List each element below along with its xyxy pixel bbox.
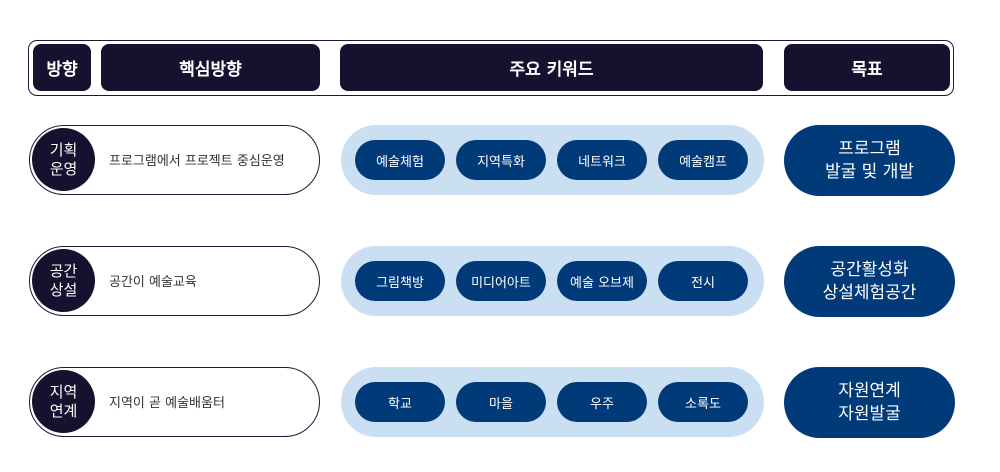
direction-circle-line1: 기획: [49, 140, 78, 159]
direction-circle-line1: 지역: [49, 382, 78, 401]
keyword-pill: 예술 오브제: [557, 261, 647, 301]
keyword-pill: 예술캠프: [658, 140, 748, 180]
direction-circle-line2: 상설: [49, 280, 78, 299]
keyword-pill: 소록도: [658, 382, 748, 422]
direction-circle: 기획 운영: [32, 128, 95, 191]
goal-line1: 공간활성화: [830, 259, 909, 280]
header-goal: 목표: [784, 44, 950, 91]
goal-pill: 자원연계 자원발굴: [784, 367, 955, 438]
header-frame: [28, 40, 954, 96]
keyword-pill: 미디어아트: [456, 261, 546, 301]
keyword-pill: 지역특화: [456, 140, 546, 180]
direction-circle-line2: 운영: [49, 159, 78, 178]
row-space: 공간 상설 공간이 예술교육 그림책방 미디어아트 예술 오브제 전시 공간활성…: [0, 245, 1000, 317]
direction-description: 지역이 곧 예술배움터: [109, 396, 225, 411]
keyword-pill: 학교: [355, 382, 445, 422]
direction-circle-line2: 연계: [49, 401, 78, 420]
keyword-pill: 마을: [456, 382, 546, 422]
direction-description: 프로그램에서 프로젝트 중심운영: [109, 154, 285, 169]
header-core-direction: 핵심방향: [101, 44, 320, 91]
header-direction: 방향: [33, 44, 91, 91]
direction-circle-line1: 공간: [49, 261, 78, 280]
row-planning: 기획 운영 프로그램에서 프로젝트 중심운영 예술체험 지역특화 네트워크 예술…: [0, 124, 1000, 196]
header-main-keywords: 주요 키워드: [340, 44, 763, 91]
goal-line2: 발굴 및 개발: [824, 161, 914, 182]
keyword-pill: 우주: [557, 382, 647, 422]
keyword-pill: 네트워크: [557, 140, 647, 180]
goal-line1: 프로그램: [838, 138, 901, 159]
row-region: 지역 연계 지역이 곧 예술배움터 학교 마을 우주 소록도 자원연계 자원발굴: [0, 366, 1000, 438]
keyword-pill: 예술체험: [355, 140, 445, 180]
keyword-pill: 그림책방: [355, 261, 445, 301]
goal-line1: 자원연계: [838, 380, 901, 401]
direction-circle: 공간 상설: [32, 249, 95, 312]
goal-pill: 프로그램 발굴 및 개발: [784, 125, 955, 196]
goal-line2: 자원발굴: [838, 403, 901, 424]
keyword-pill: 전시: [658, 261, 748, 301]
direction-description: 공간이 예술교육: [109, 275, 197, 290]
goal-pill: 공간활성화 상설체험공간: [784, 246, 955, 317]
direction-circle: 지역 연계: [32, 370, 95, 433]
goal-line2: 상설체험공간: [822, 282, 917, 303]
